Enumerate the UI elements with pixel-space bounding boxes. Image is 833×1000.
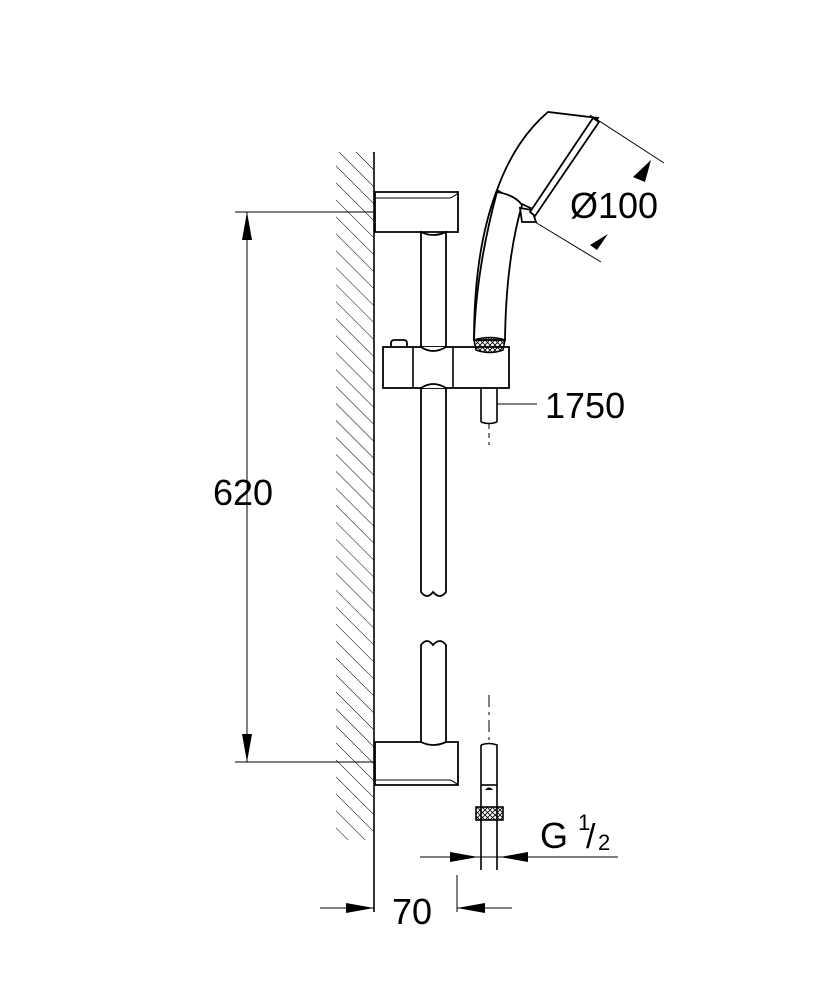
bottom-wall-bracket — [374, 741, 459, 786]
svg-text:1: 1 — [578, 810, 590, 835]
top-wall-bracket — [374, 191, 459, 233]
svg-text:2: 2 — [598, 830, 610, 855]
wall — [336, 152, 375, 912]
hose-upper — [480, 388, 498, 445]
projection-label: 70 — [392, 891, 432, 932]
svg-text:/: / — [586, 818, 596, 856]
shower-rail — [420, 230, 447, 748]
diameter-dimension — [534, 114, 665, 263]
height-label: 620 — [213, 472, 273, 513]
diameter-label: Ø100 — [570, 185, 658, 226]
hand-shower — [473, 111, 601, 354]
hose-connection — [475, 695, 504, 870]
hose-length-label: 1750 — [545, 385, 625, 426]
thread-label: G 1 / 2 — [540, 810, 610, 856]
rail-slider — [382, 339, 510, 389]
height-dimension — [235, 211, 374, 763]
svg-text:G: G — [540, 815, 568, 856]
thread-dimension — [420, 852, 618, 862]
projection-dimension — [320, 875, 512, 913]
